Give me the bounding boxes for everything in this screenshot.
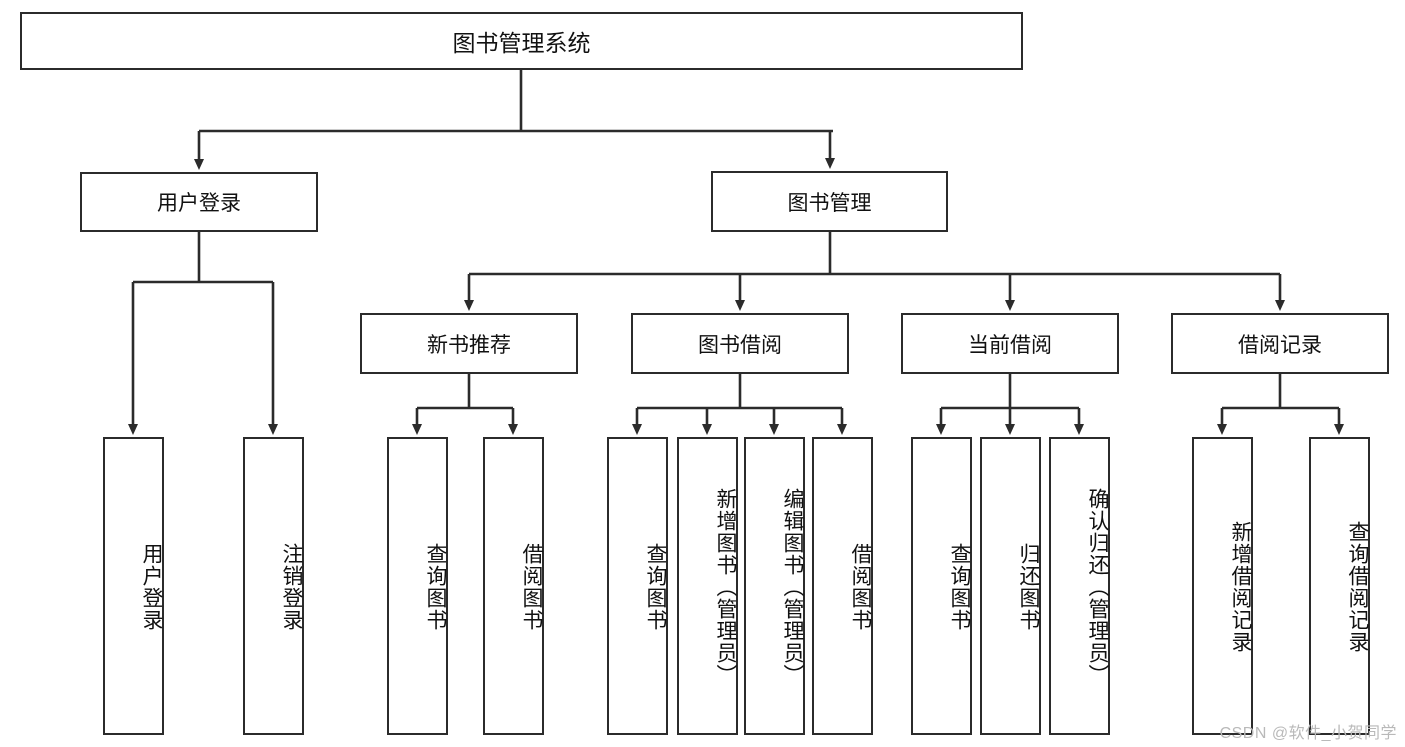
node-borrow-record[interactable]: 借阅记录 xyxy=(1171,313,1389,374)
node-new-book-recommend[interactable]: 新书推荐 xyxy=(360,313,578,374)
node-label: 新增借阅记录 xyxy=(1229,521,1252,653)
node-label: 当前借阅 xyxy=(968,333,1052,357)
leaf-borrow-record-add[interactable]: 新增借阅记录 xyxy=(1192,437,1253,735)
node-label: 借阅图书 xyxy=(520,543,543,631)
node-label: 新书推荐 xyxy=(427,333,511,357)
leaf-book-borrow-edit-admin[interactable]: 编辑图书（管理员） xyxy=(744,437,805,735)
leaf-book-borrow-query[interactable]: 查询图书 xyxy=(607,437,668,735)
node-label: 查询图书 xyxy=(424,543,447,631)
leaf-new-book-borrow[interactable]: 借阅图书 xyxy=(483,437,544,735)
node-label: 确认归还（管理员） xyxy=(1086,488,1109,686)
node-label: 查询图书 xyxy=(644,543,667,631)
leaf-user-login-signout[interactable]: 注销登录 xyxy=(243,437,304,735)
node-user-login[interactable]: 用户登录 xyxy=(80,172,318,232)
leaf-book-borrow-borrow[interactable]: 借阅图书 xyxy=(812,437,873,735)
leaf-current-borrow-confirm-admin[interactable]: 确认归还（管理员） xyxy=(1049,437,1110,735)
node-book-borrow[interactable]: 图书借阅 xyxy=(631,313,849,374)
node-label: 图书管理 xyxy=(787,191,872,215)
node-root-library-system[interactable]: 图书管理系统 xyxy=(20,12,1023,70)
node-label: 新增图书（管理员） xyxy=(714,488,737,686)
node-book-management[interactable]: 图书管理 xyxy=(711,171,948,232)
node-label: 编辑图书（管理员） xyxy=(781,488,804,686)
leaf-borrow-record-query[interactable]: 查询借阅记录 xyxy=(1309,437,1370,735)
leaf-book-borrow-add-admin[interactable]: 新增图书（管理员） xyxy=(677,437,738,735)
node-label: 图书借阅 xyxy=(698,333,782,357)
leaf-user-login-signin[interactable]: 用户登录 xyxy=(103,437,164,735)
node-label: 查询图书 xyxy=(948,543,971,631)
leaf-current-borrow-return[interactable]: 归还图书 xyxy=(980,437,1041,735)
node-label: 借阅记录 xyxy=(1238,333,1322,357)
node-label: 用户登录 xyxy=(157,192,241,215)
csdn-watermark: CSDN @软件_小贺同学 xyxy=(1219,725,1397,742)
node-label: 用户登录 xyxy=(140,543,163,631)
node-label: 借阅图书 xyxy=(849,543,872,631)
node-label: 归还图书 xyxy=(1017,543,1040,631)
node-label: 查询借阅记录 xyxy=(1346,521,1369,653)
leaf-current-borrow-query[interactable]: 查询图书 xyxy=(911,437,972,735)
leaf-new-book-query[interactable]: 查询图书 xyxy=(387,437,448,735)
node-current-borrow[interactable]: 当前借阅 xyxy=(901,313,1119,374)
node-label: 注销登录 xyxy=(280,543,303,631)
node-label: 图书管理系统 xyxy=(452,30,591,56)
